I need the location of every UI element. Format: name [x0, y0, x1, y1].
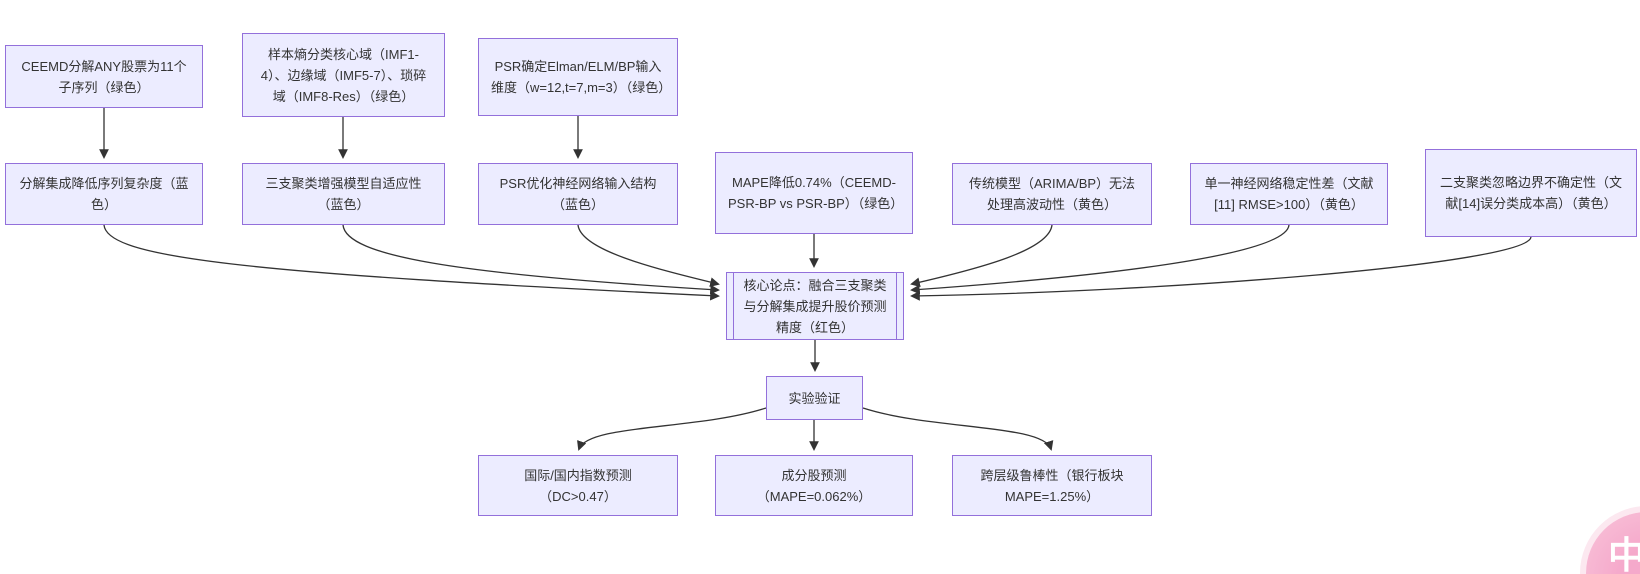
- node-label: 二支聚类忽略边界不确定性（文献[14]误分类成本高）（黄色）: [1439, 175, 1622, 211]
- node-label: 三支聚类增强模型自适应性（蓝色）: [265, 176, 422, 212]
- node-two-way: 二支聚类忽略边界不确定性（文献[14]误分类成本高）（黄色）: [1425, 149, 1637, 237]
- translate-button[interactable]: 中A: [1586, 512, 1640, 574]
- node-label: 跨层级鲁棒性（银行板块MAPE=1.25%）: [980, 467, 1124, 504]
- node-three-way: 三支聚类增强模型自适应性（蓝色）: [242, 163, 445, 225]
- subroutine-bar: [733, 273, 734, 339]
- node-robust: 跨层级鲁棒性（银行板块MAPE=1.25%）: [952, 455, 1152, 516]
- edge-experiment-to-index-pred: [577, 407, 767, 451]
- node-index-pred: 国际/国内指数预测（DC>0.47）: [478, 455, 678, 516]
- node-label: PSR确定Elman/ELM/BP输入维度（w=12,t=7,m=3）（绿色）: [491, 59, 672, 95]
- node-label: CEEMD分解ANY股票为11个子序列（绿色）: [21, 58, 187, 95]
- node-psr-dim: PSR确定Elman/ELM/BP输入维度（w=12,t=7,m=3）（绿色）: [478, 38, 678, 116]
- node-label: 成分股预测（MAPE=0.062%）: [756, 467, 872, 504]
- node-stock-pred: 成分股预测（MAPE=0.062%）: [715, 455, 913, 516]
- node-label: 分解集成降低序列复杂度（蓝色）: [19, 176, 189, 212]
- node-label: 样本熵分类核心域（IMF1-4）、边缘域（IMF5-7）、琐碎域（IMF8-Re…: [260, 46, 427, 104]
- node-label: 单一神经网络稳定性差（文献[11] RMSE>100）（黄色）: [1204, 176, 1374, 212]
- edge-experiment-to-robust: [862, 407, 1054, 451]
- subroutine-bar: [896, 273, 897, 339]
- node-core-thesis: 核心论点：融合三支聚类与分解集成提升股价预测精度（红色）: [726, 272, 904, 340]
- node-label: MAPE降低0.74%（CEEMD-PSR-BP vs PSR-BP）（绿色）: [728, 175, 904, 211]
- node-label: 核心论点：融合三支聚类与分解集成提升股价预测精度（红色）: [743, 277, 887, 335]
- node-traditional: 传统模型（ARIMA/BP）无法处理高波动性（黄色）: [952, 163, 1152, 225]
- node-label: PSR优化神经网络输入结构（蓝色）: [499, 176, 657, 212]
- node-decomp: 分解集成降低序列复杂度（蓝色）: [5, 163, 203, 225]
- edge-two-way-to-core: [910, 236, 1532, 301]
- edge-three-way-to-core: [342, 224, 720, 295]
- edge-single-nn-to-core: [910, 224, 1290, 295]
- translate-icon: 中A: [1608, 535, 1640, 574]
- edge-traditional-to-core: [910, 224, 1053, 288]
- node-psr-opt: PSR优化神经网络输入结构（蓝色）: [478, 163, 678, 225]
- node-single-nn: 单一神经网络稳定性差（文献[11] RMSE>100）（黄色）: [1190, 163, 1388, 225]
- edge-decomp-to-core: [103, 224, 720, 301]
- node-sample-entropy: 样本熵分类核心域（IMF1-4）、边缘域（IMF5-7）、琐碎域（IMF8-Re…: [242, 33, 445, 117]
- node-mape-reduce: MAPE降低0.74%（CEEMD-PSR-BP vs PSR-BP）（绿色）: [715, 152, 913, 234]
- node-experiment: 实验验证: [766, 376, 863, 420]
- node-label: 传统模型（ARIMA/BP）无法处理高波动性（黄色）: [968, 176, 1136, 212]
- edge-psr-opt-to-core: [577, 224, 720, 287]
- node-label: 国际/国内指数预测（DC>0.47）: [524, 467, 632, 504]
- node-label: 实验验证: [788, 390, 841, 406]
- node-ceemd: CEEMD分解ANY股票为11个子序列（绿色）: [5, 45, 203, 108]
